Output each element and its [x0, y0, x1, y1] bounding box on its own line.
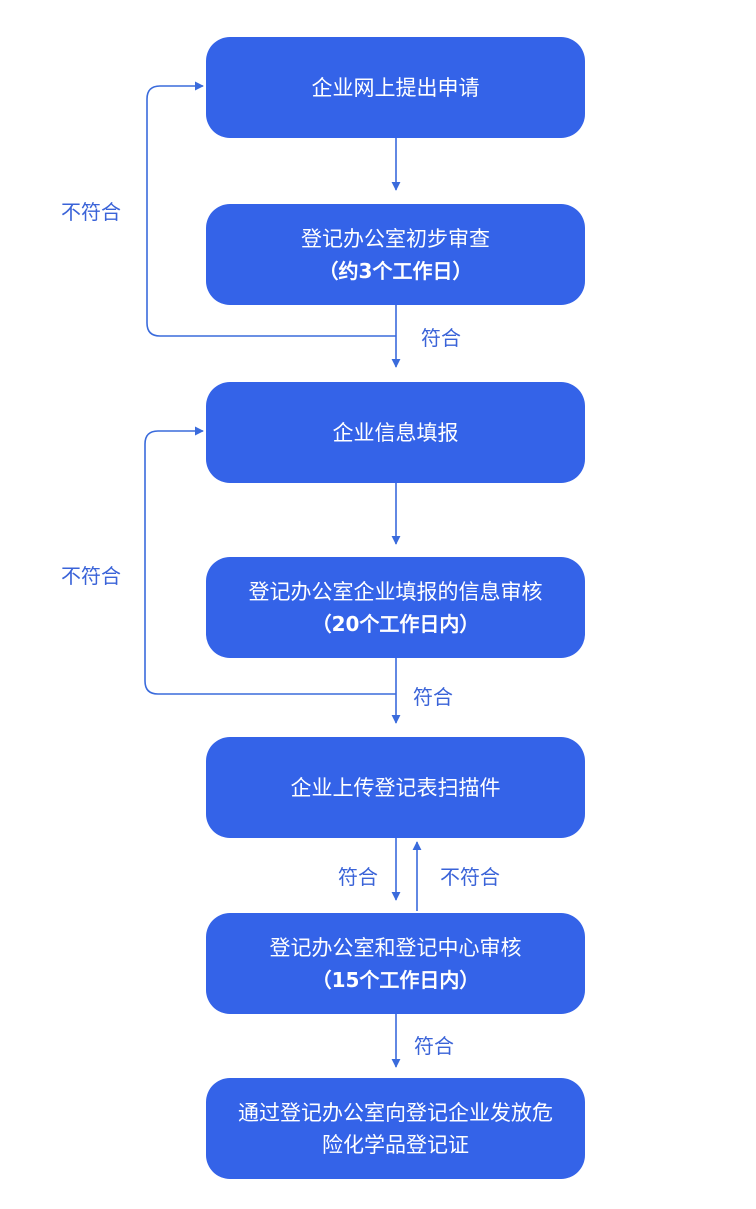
step-issue-cert: 通过登记办公室向登记企业发放危 险化学品登记证: [206, 1078, 585, 1179]
label-reject-2: 不符合: [61, 564, 121, 588]
step-info-review-text: 登记办公室企业填报的信息审核: [248, 579, 543, 604]
step-issue-cert-text-2: 险化学品登记证: [322, 1132, 469, 1157]
step-initial-review: 登记办公室初步审查 （约3个工作日）: [206, 204, 585, 305]
step-apply-online-text: 企业网上提出申请: [311, 75, 480, 100]
step-info-review-duration: （20个工作日内）: [311, 611, 480, 636]
loop-reject-initial-review: [146, 81, 396, 337]
label-reject-3: 不符合: [440, 865, 500, 889]
step-center-review-text: 登记办公室和登记中心审核: [269, 935, 522, 960]
step-issue-cert-text-1: 通过登记办公室向登记企业发放危: [238, 1100, 553, 1125]
label-reject-1: 不符合: [61, 200, 121, 224]
label-pass-2: 符合: [413, 685, 453, 709]
label-pass-1: 符合: [421, 326, 461, 350]
step-fill-info: 企业信息填报: [206, 382, 585, 483]
step-info-review: 登记办公室企业填报的信息审核 （20个工作日内）: [206, 557, 585, 658]
step-center-review-duration: （15个工作日内）: [311, 967, 480, 992]
loop-reject-info-review: [144, 426, 396, 695]
step-upload-scan-text: 企业上传登记表扫描件: [290, 775, 501, 800]
label-pass-3: 符合: [338, 865, 378, 889]
step-initial-review-text: 登记办公室初步审查: [301, 226, 490, 251]
step-initial-review-duration: （约3个工作日）: [318, 258, 473, 283]
step-fill-info-text: 企业信息填报: [332, 420, 459, 445]
step-center-review: 登记办公室和登记中心审核 （15个工作日内）: [206, 913, 585, 1014]
label-pass-4: 符合: [414, 1034, 454, 1058]
step-apply-online: 企业网上提出申请: [206, 37, 585, 138]
step-upload-scan: 企业上传登记表扫描件: [206, 737, 585, 838]
